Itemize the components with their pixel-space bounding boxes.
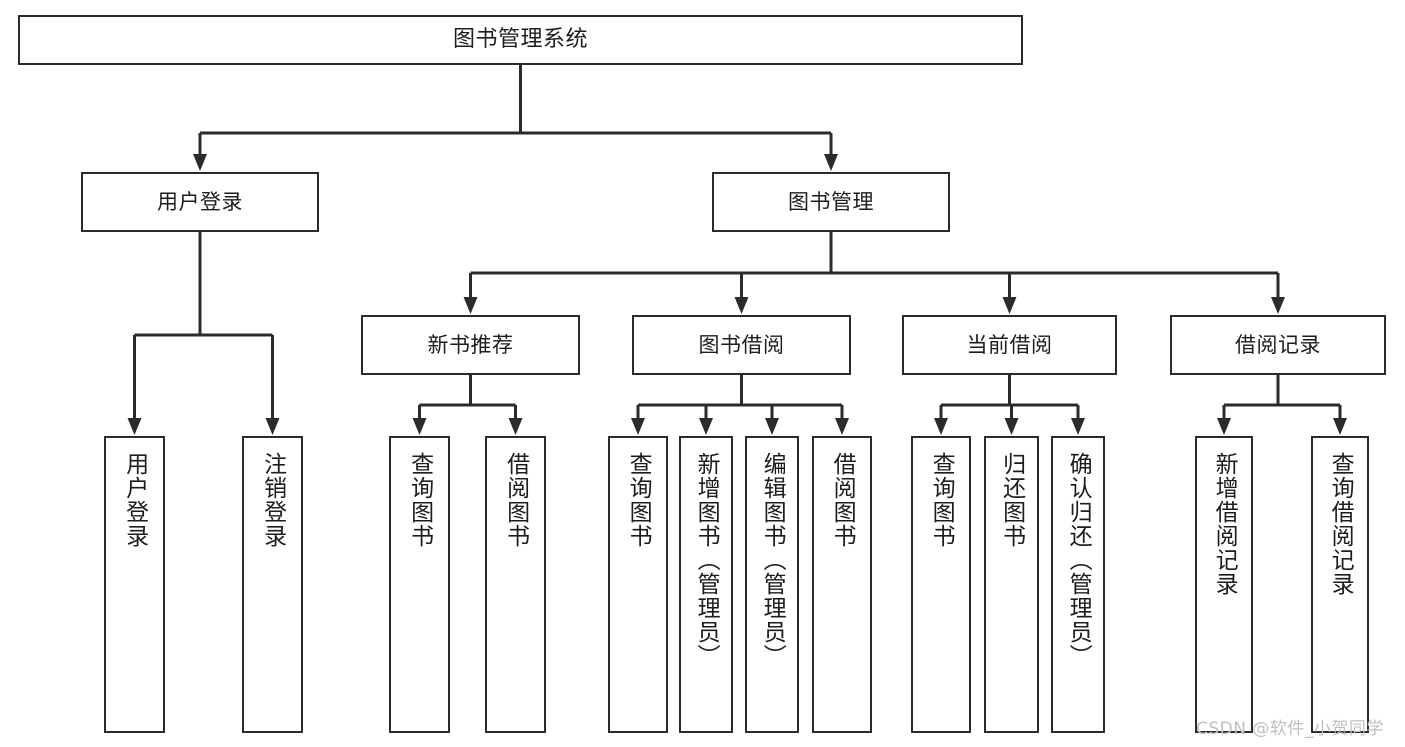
node-label: 新增借阅记录 bbox=[1211, 452, 1238, 596]
node-label: 借阅记录 bbox=[1235, 332, 1321, 357]
node-bookmgmt: 图书管理 bbox=[712, 172, 950, 232]
arrowhead bbox=[127, 418, 142, 435]
node-root: 图书管理系统 bbox=[18, 15, 1023, 65]
node-label: 用户登录 bbox=[157, 189, 243, 214]
node-leaf-user-login: 用户登录 bbox=[104, 436, 165, 733]
node-leaf-confirm-return: 确认归还（管理员） bbox=[1051, 436, 1105, 733]
arrowhead bbox=[1217, 418, 1231, 435]
node-newbook: 新书推荐 bbox=[361, 315, 580, 375]
node-current: 当前借阅 bbox=[902, 315, 1117, 375]
node-label: 当前借阅 bbox=[966, 332, 1053, 357]
node-leaf-edit-book: 编辑图书（管理员） bbox=[745, 436, 799, 733]
node-label: 查询图书 bbox=[406, 452, 433, 548]
node-label: 借阅图书 bbox=[502, 452, 529, 548]
node-leaf-return-book: 归还图书 bbox=[984, 436, 1039, 733]
arrowhead bbox=[1271, 297, 1285, 314]
arrowhead bbox=[1004, 418, 1019, 435]
node-leaf-query-book-2: 查询图书 bbox=[608, 436, 668, 733]
node-label: 借阅图书 bbox=[829, 452, 856, 548]
arrowhead bbox=[699, 418, 713, 435]
arrowhead bbox=[934, 418, 948, 435]
node-label: 查询借阅记录 bbox=[1327, 452, 1354, 596]
node-label: 用户登录 bbox=[121, 452, 148, 548]
node-label: 查询图书 bbox=[625, 452, 652, 548]
watermark: CSDN @软件_小贺同学 bbox=[1196, 719, 1384, 739]
arrowhead bbox=[1333, 418, 1347, 435]
node-label: 图书借阅 bbox=[698, 332, 785, 357]
node-borrow: 图书借阅 bbox=[632, 315, 851, 375]
node-label: 归还图书 bbox=[998, 452, 1025, 548]
node-label: 新增图书（管理员） bbox=[693, 452, 720, 668]
node-login: 用户登录 bbox=[81, 172, 319, 232]
arrowhead bbox=[1002, 297, 1017, 314]
node-leaf-query-book-1: 查询图书 bbox=[389, 436, 450, 733]
node-label: 注销登录 bbox=[259, 452, 286, 548]
node-leaf-add-book: 新增图书（管理员） bbox=[679, 436, 733, 733]
arrowhead bbox=[734, 297, 749, 314]
node-leaf-borrow-book-1: 借阅图书 bbox=[485, 436, 546, 733]
node-leaf-query-record: 查询借阅记录 bbox=[1311, 436, 1369, 733]
node-label: 图书管理 bbox=[788, 189, 874, 214]
arrowhead bbox=[1071, 418, 1085, 435]
node-records: 借阅记录 bbox=[1170, 315, 1386, 375]
node-leaf-borrow-book-2: 借阅图书 bbox=[812, 436, 872, 733]
node-label: 编辑图书（管理员） bbox=[759, 452, 786, 668]
arrowhead bbox=[631, 418, 645, 435]
arrowhead bbox=[265, 418, 280, 435]
arrowhead bbox=[193, 154, 207, 171]
arrowhead bbox=[765, 418, 779, 435]
arrowhead bbox=[412, 418, 427, 435]
arrowhead bbox=[508, 418, 523, 435]
arrowhead bbox=[835, 418, 849, 435]
node-label: 确认归还（管理员） bbox=[1065, 452, 1092, 668]
node-leaf-logout: 注销登录 bbox=[242, 436, 303, 733]
node-label: 新书推荐 bbox=[427, 332, 514, 357]
node-label: 查询图书 bbox=[928, 452, 955, 548]
node-label: 图书管理系统 bbox=[452, 27, 588, 53]
node-leaf-add-record: 新增借阅记录 bbox=[1195, 436, 1253, 733]
node-leaf-query-book-3: 查询图书 bbox=[911, 436, 971, 733]
arrowhead bbox=[824, 154, 838, 171]
arrowhead bbox=[463, 297, 478, 314]
